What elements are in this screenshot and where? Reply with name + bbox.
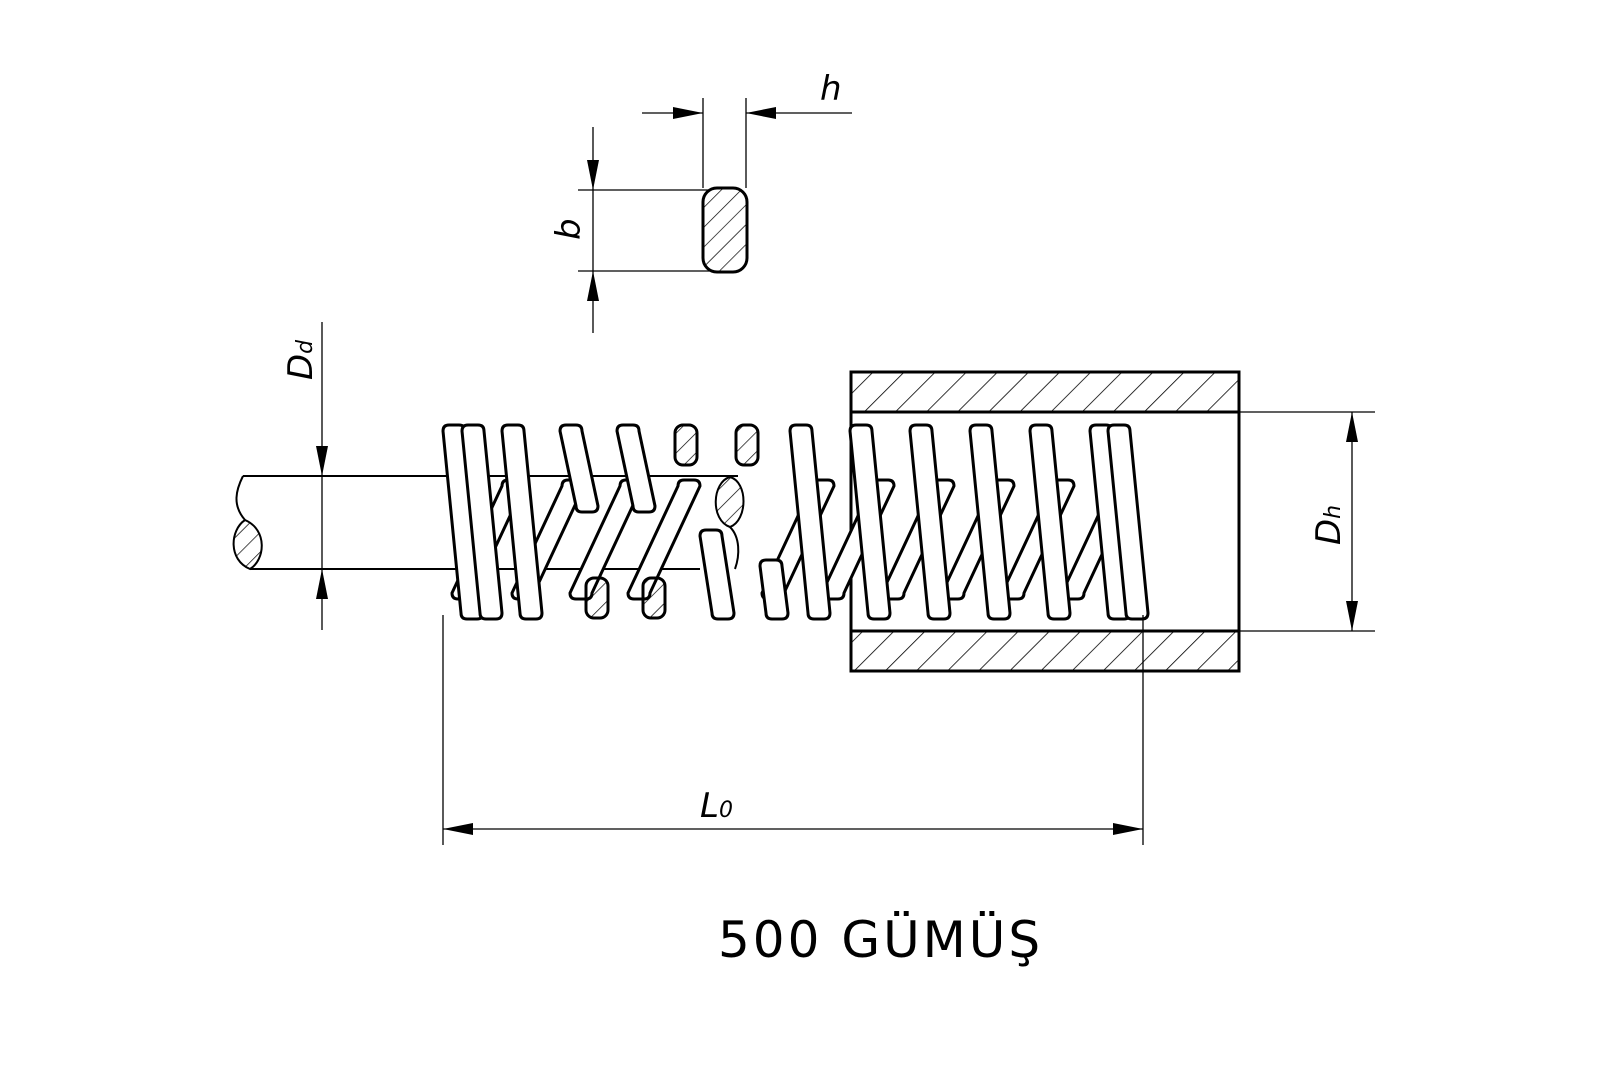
rod-diameter-dimension: Dd	[281, 322, 328, 630]
l0-arrow-right	[1113, 823, 1143, 835]
coil-section-bottom-1	[584, 576, 610, 620]
dh-arrow-bottom	[1346, 601, 1358, 631]
dh-label-sub: h	[1321, 505, 1346, 519]
l0-label-main: L	[700, 786, 719, 826]
coil-front-strand-9	[968, 423, 1012, 621]
l0-arrow-left	[443, 823, 473, 835]
sleeve-bottom-wall	[849, 629, 1241, 673]
wire-section-shape	[701, 186, 749, 274]
wire-cross-section: h b	[549, 69, 852, 333]
sleeve	[849, 370, 1241, 673]
coil-front-strand-8	[908, 423, 952, 621]
dd-arrow-bottom	[316, 569, 328, 599]
dd-arrow-top	[316, 446, 328, 476]
coil-front-strand-10	[1028, 423, 1072, 621]
spring-coils	[441, 423, 1150, 621]
l0-label-sub: 0	[719, 798, 733, 823]
dh-label-main: D	[1309, 519, 1349, 545]
coil-front-strand-cut-5	[615, 423, 657, 514]
coil-front-strand-cut-4	[558, 423, 600, 514]
dd-label-main: D	[281, 354, 321, 380]
h-arrow-right	[746, 107, 776, 119]
h-arrow-left	[673, 107, 703, 119]
b-label: b	[549, 218, 589, 240]
b-arrow-top	[587, 160, 599, 190]
coil-sections	[584, 423, 760, 620]
b-arrow-bottom	[587, 271, 599, 301]
coil-front-strand-7	[848, 423, 892, 621]
dh-label: Dh	[1309, 505, 1349, 545]
h-label: h	[820, 69, 842, 109]
coil-front-strand-12	[1106, 423, 1150, 621]
dd-label: Dd	[281, 339, 321, 380]
coil-front-strand-6	[788, 423, 832, 621]
hole-diameter-dimension: Dh	[1239, 411, 1375, 632]
coil-lower-cut-strand-1	[698, 528, 736, 621]
coil-section-top-2	[734, 423, 760, 467]
coil-front-strand-3	[500, 423, 544, 621]
coil-front-strand-2	[460, 423, 504, 621]
l0-label: L0	[700, 786, 733, 826]
coil-section-top-1	[673, 423, 699, 467]
rod-break-left-upper	[235, 475, 246, 521]
rod	[232, 475, 745, 571]
coil-lower-cut-strand-2	[758, 558, 790, 621]
dd-label-sub: d	[293, 339, 318, 354]
drawing-title: 500 GÜMÜŞ	[718, 911, 1043, 969]
coil-section-bottom-2	[641, 576, 667, 620]
rod-break-right-lower	[729, 526, 740, 570]
dh-arrow-top	[1346, 412, 1358, 442]
rod-break-right-section	[714, 475, 745, 529]
rod-break-left-section	[232, 518, 263, 571]
sleeve-top-wall	[849, 370, 1241, 414]
free-length-dimension: L0	[442, 615, 1144, 845]
